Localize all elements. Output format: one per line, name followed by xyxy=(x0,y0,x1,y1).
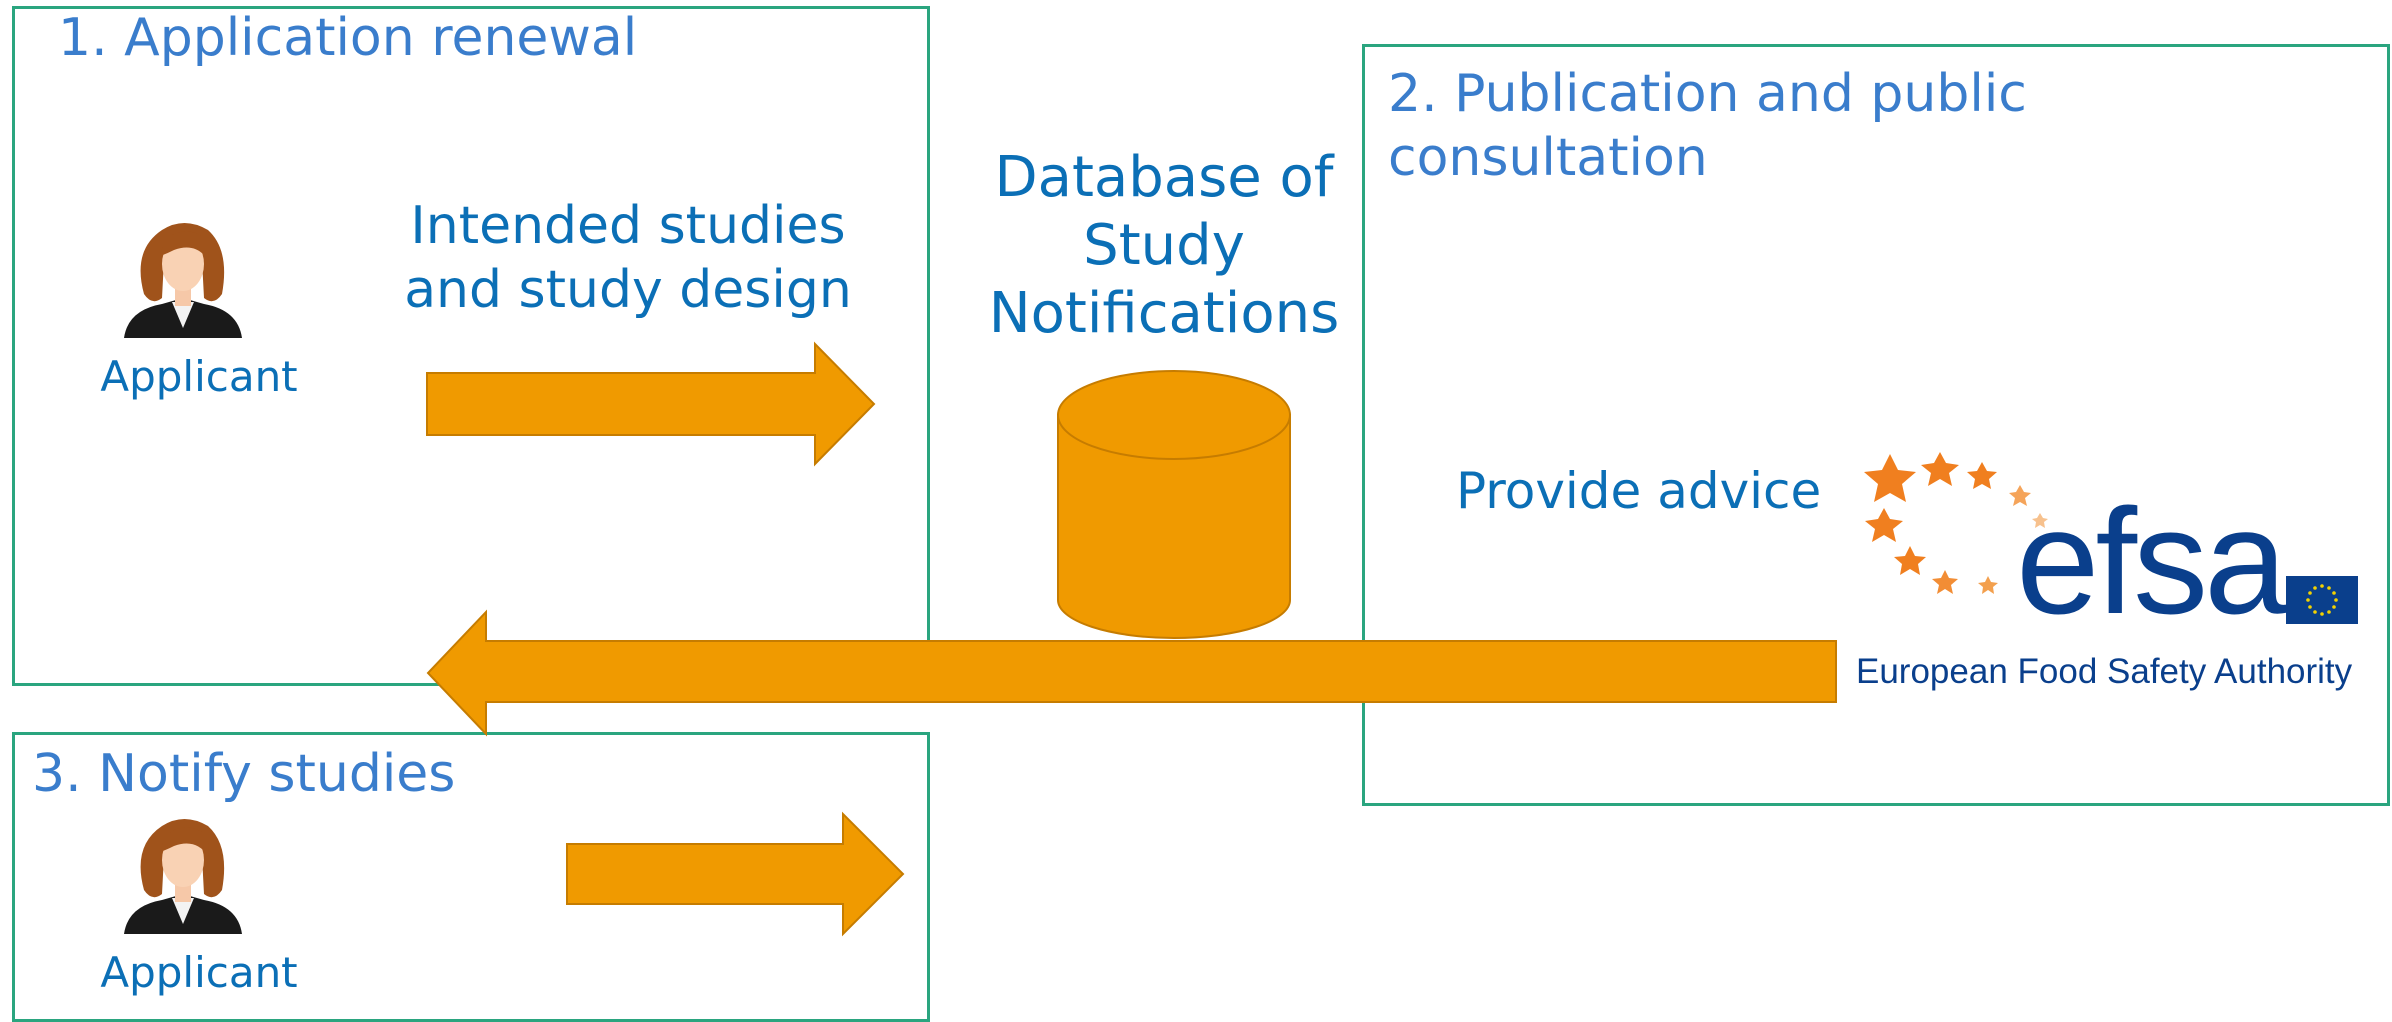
efsa-logo-subtitle: European Food Safety Authority xyxy=(1856,652,2353,691)
provide-advice-arrow xyxy=(426,609,1837,737)
application-renewal-title: 1. Application renewal xyxy=(58,8,638,68)
applicant-icon-top xyxy=(124,223,242,338)
publication-box xyxy=(1362,44,2390,806)
publication-title: 2. Publication and public consultation xyxy=(1388,64,2027,188)
efsa-logo-wordmark: efsa xyxy=(2016,477,2288,645)
efsa-stars-icon xyxy=(1864,452,2048,594)
notify-studies-title: 3. Notify studies xyxy=(32,744,456,804)
applicant-label-top: Applicant xyxy=(100,352,298,401)
intended-studies-label-line2: and study design xyxy=(404,260,852,320)
provide-advice-label: Provide advice xyxy=(1456,462,1822,520)
database-label-line2: Study xyxy=(1083,213,1245,278)
database-cylinder-icon xyxy=(1057,370,1291,639)
notify-studies-arrow xyxy=(566,811,905,937)
eu-flag-icon xyxy=(2286,576,2358,624)
intended-studies-arrow xyxy=(426,341,876,467)
applicant-icon-bottom xyxy=(124,819,242,934)
applicant-label-bottom: Applicant xyxy=(100,948,298,997)
database-label-line1: Database of xyxy=(994,145,1334,210)
database-label-line3: Notifications xyxy=(988,281,1340,346)
intended-studies-label-line1: Intended studies xyxy=(410,196,846,256)
